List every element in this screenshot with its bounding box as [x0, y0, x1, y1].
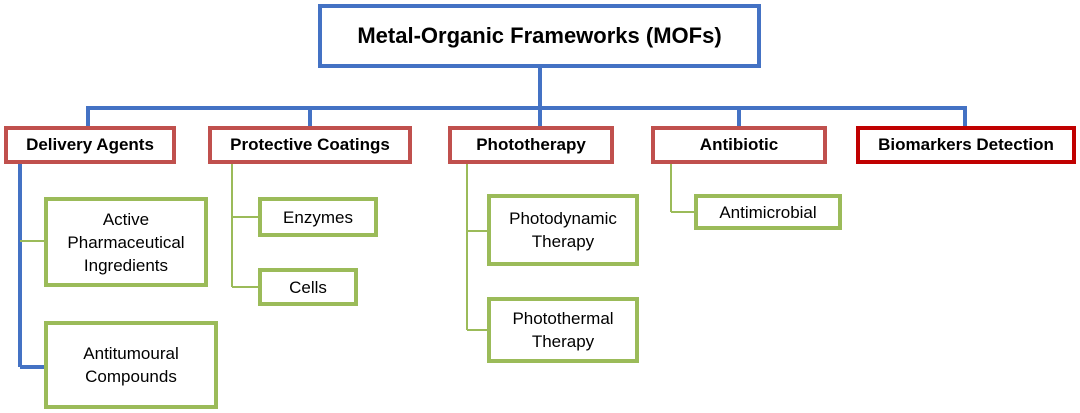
- leaf-cells: Cells: [258, 268, 358, 306]
- category-phototherapy: Phototherapy: [448, 126, 614, 164]
- root-node-title: Metal-Organic Frameworks (MOFs): [318, 4, 761, 68]
- leaf-enzymes: Enzymes: [258, 197, 378, 237]
- category-delivery-agents: Delivery Agents: [4, 126, 176, 164]
- category-protective-coatings: Protective Coatings: [208, 126, 412, 164]
- leaf-label: Antimicrobial: [719, 202, 817, 222]
- leaf-active-pharmaceutical-ingredients: Active Pharmaceutical Ingredients: [44, 197, 208, 287]
- leaf-label: Antitumoural Compounds: [83, 344, 179, 386]
- leaf-label: Enzymes: [283, 207, 353, 227]
- leaf-label: Photodynamic Therapy: [509, 209, 617, 251]
- leaf-photothermal-therapy: Photothermal Therapy: [487, 297, 639, 363]
- leaf-antimicrobial: Antimicrobial: [694, 194, 842, 230]
- leaf-label: Photothermal Therapy: [512, 309, 614, 351]
- category-antibiotic: Antibiotic: [651, 126, 827, 164]
- leaf-antitumoural-compounds: Antitumoural Compounds: [44, 321, 218, 409]
- leaf-label: Cells: [289, 277, 327, 297]
- leaf-photodynamic-therapy: Photodynamic Therapy: [487, 194, 639, 266]
- leaf-label: Active Pharmaceutical Ingredients: [67, 209, 185, 275]
- category-biomarkers-detection: Biomarkers Detection: [856, 126, 1076, 164]
